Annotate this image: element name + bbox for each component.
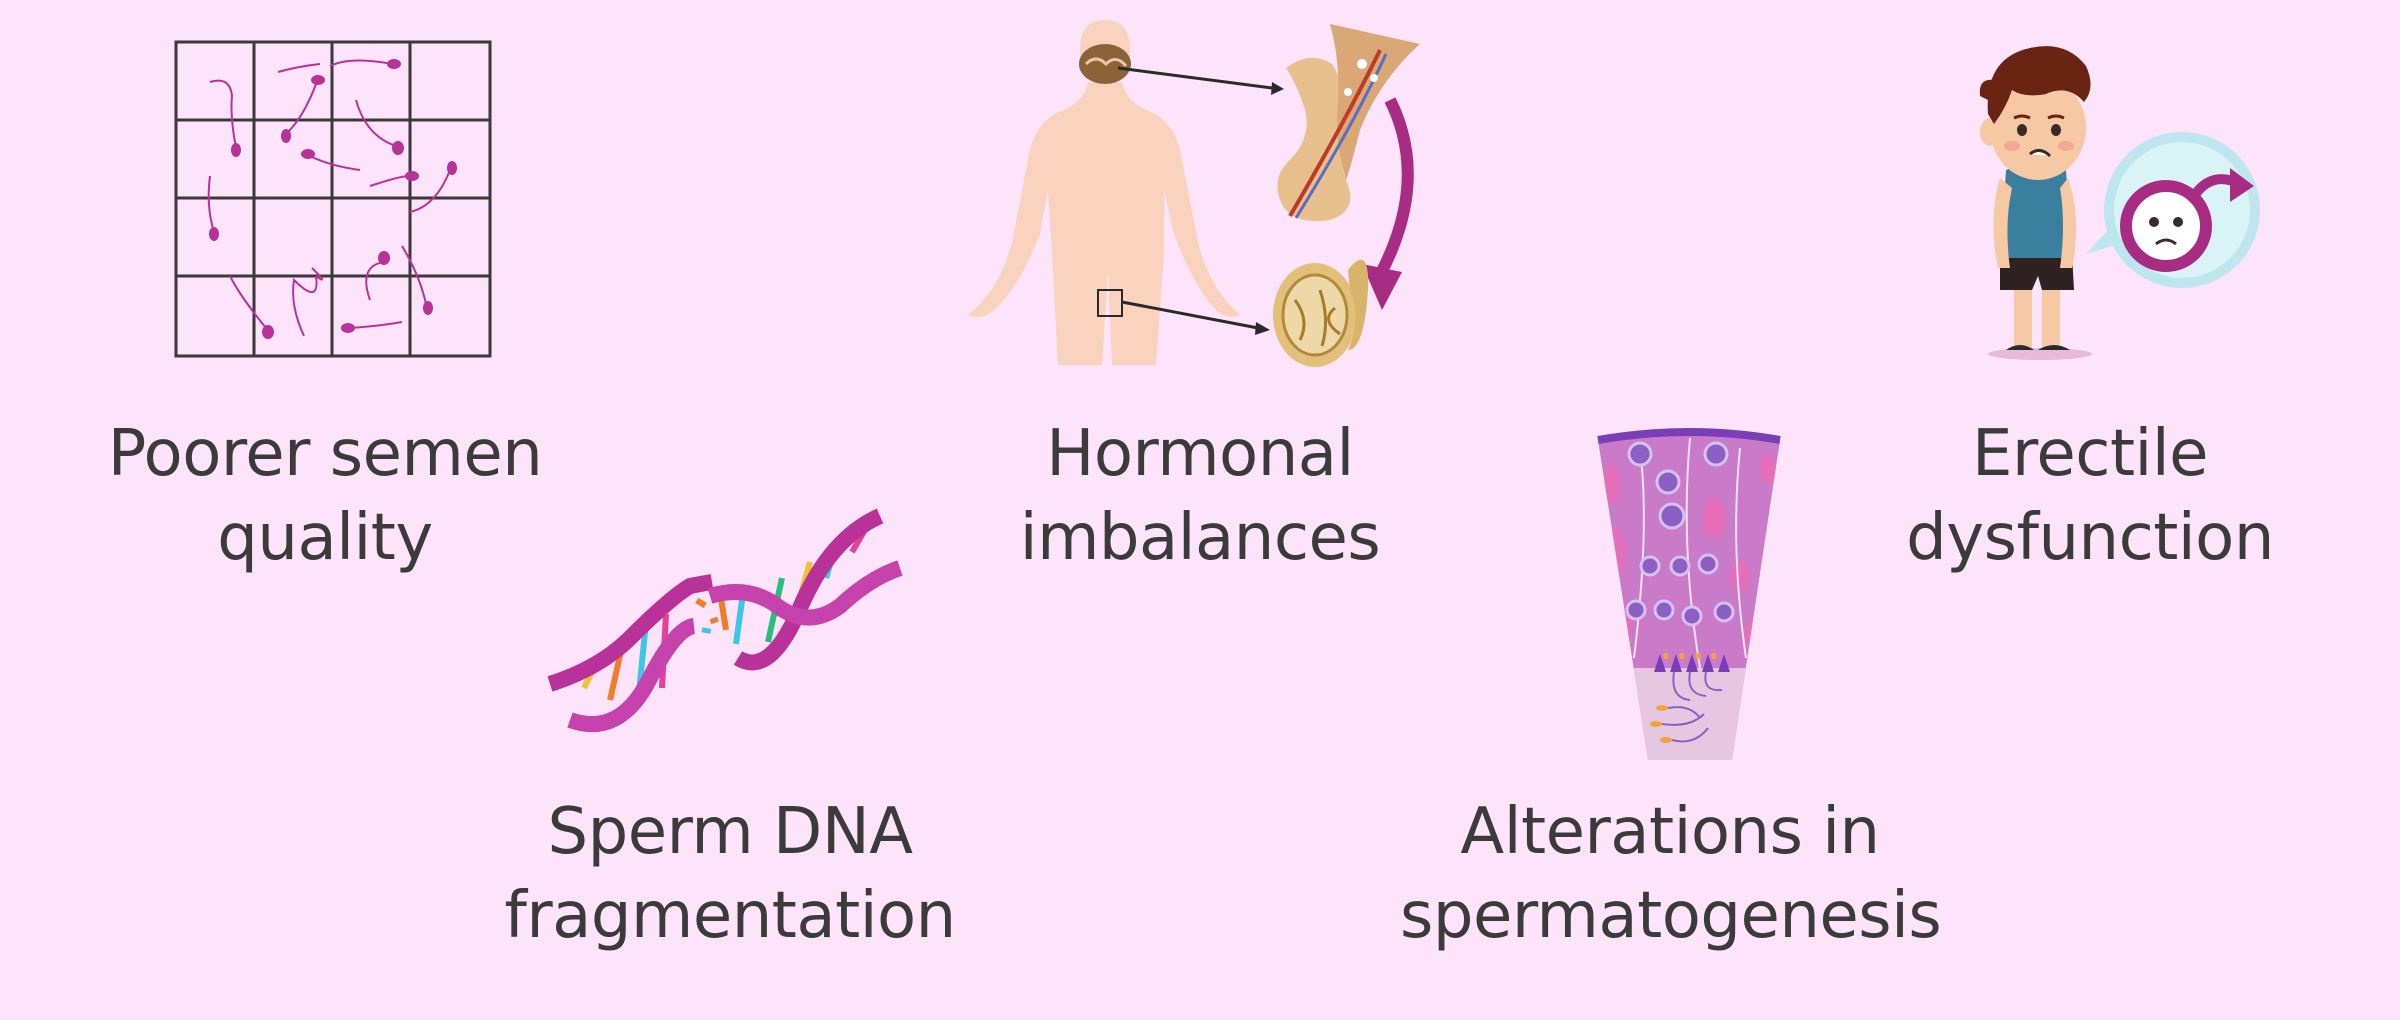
caption-dna: Sperm DNA fragmentation: [504, 795, 956, 953]
caption-spermatogenesis: Alterations in spermatogenesis: [1400, 795, 1942, 953]
caption-erectile: Erectile dysfunction: [1906, 417, 2274, 575]
caption-hormonal: Hormonal imbalances: [1019, 417, 1381, 575]
seminiferous-tubule-icon: [1590, 428, 1790, 764]
broken-dna-icon: [540, 488, 910, 758]
endocrine-axis-icon: [950, 20, 1450, 380]
caption-semen-quality: Poorer semen quality: [107, 417, 543, 575]
sperm-grid-icon: [170, 36, 500, 366]
sad-boy-icon: [1950, 28, 2270, 368]
